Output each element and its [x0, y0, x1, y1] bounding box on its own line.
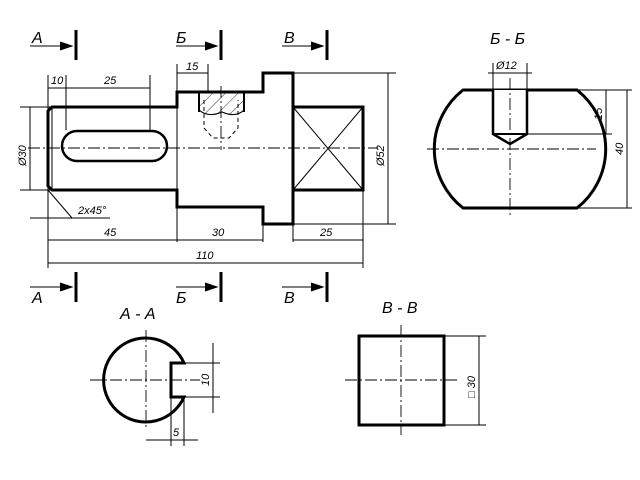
main-view: 10 25 15 Ø30 Ø52 2x45° 45 30 25 110: [17, 30, 396, 307]
dim-25-top: 25: [103, 75, 117, 87]
label-b-top: Б: [176, 30, 186, 47]
dim-30: 30: [212, 227, 225, 239]
dim-40: 40: [614, 142, 626, 155]
label-v-bottom: В: [284, 290, 295, 307]
dim-d52: Ø52: [375, 145, 387, 167]
section-aa: А - А 10 5: [90, 306, 220, 446]
dim-d12: Ø12: [495, 60, 517, 72]
dim-10: 10: [51, 75, 64, 87]
hole-break-line: [198, 109, 245, 116]
section-bb-title: Б - Б: [490, 31, 525, 48]
section-vv-title: В - В: [382, 300, 418, 317]
label-a-top: А: [31, 30, 43, 47]
dim-15-top: 15: [186, 61, 199, 73]
dim-45: 45: [104, 227, 117, 239]
section-bb: Б - Б Ø12 15 40: [427, 31, 632, 218]
section-vv: В - В □ 30: [345, 300, 486, 435]
label-b-bottom: Б: [176, 290, 186, 307]
dim-square30: □ 30: [466, 375, 478, 398]
dim-chamfer: 2x45°: [77, 205, 107, 217]
dim-25-bottom: 25: [319, 227, 333, 239]
label-a-bottom: А: [31, 290, 43, 307]
section-vv-square: [357, 334, 446, 427]
dim-d30: Ø30: [17, 144, 29, 167]
cutting-planes: [30, 30, 329, 302]
hole-section-hatch: [198, 91, 245, 115]
extension-lines: [20, 64, 396, 268]
flat-diagonal-2: [292, 106, 364, 191]
section-aa-title: А - А: [119, 306, 156, 323]
label-v-top: В: [284, 30, 295, 47]
dim-15-bb: 15: [593, 107, 605, 120]
dim-5: 5: [173, 427, 180, 439]
dim-10-aa: 10: [200, 373, 212, 386]
key-slot: [60, 129, 169, 163]
dim-110: 110: [196, 250, 214, 262]
dimension-lines: [29, 72, 389, 264]
